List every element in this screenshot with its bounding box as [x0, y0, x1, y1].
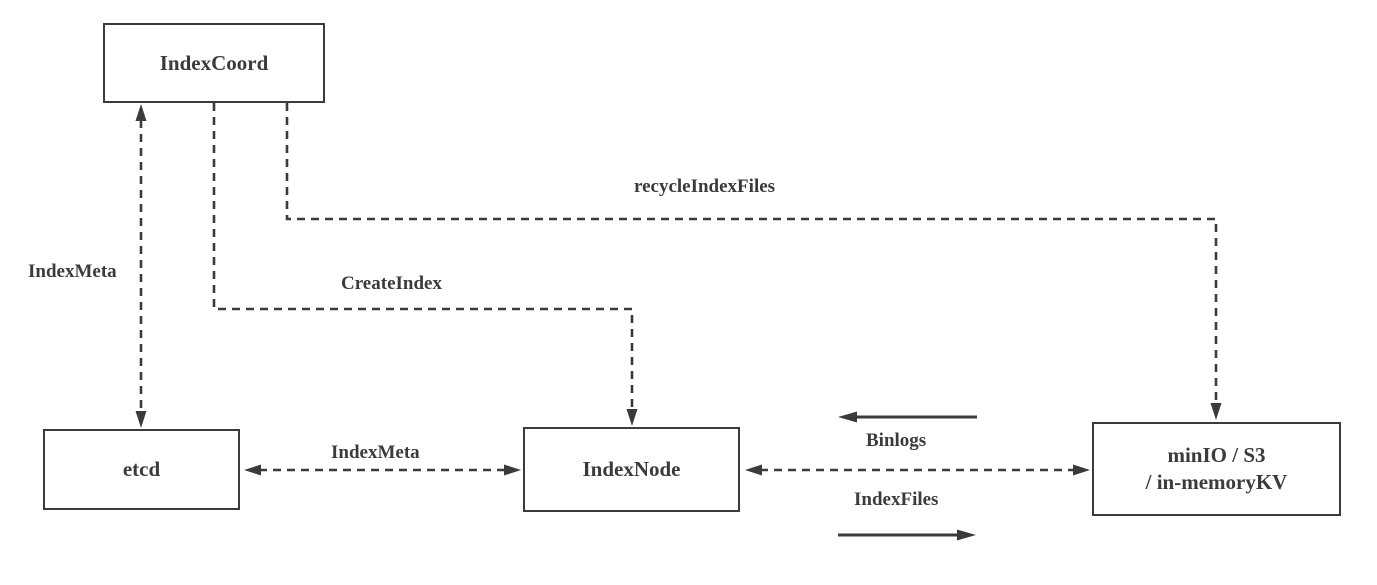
arrowhead-left-indexnode	[745, 464, 762, 476]
arrowhead-down-indexnode	[626, 409, 638, 426]
node-storage-label-line1: minIO / S3	[1167, 443, 1266, 467]
arrowhead-binlogs-left	[838, 411, 857, 423]
arrowhead-right-indexnode	[504, 464, 521, 476]
edge-label-indexmeta-coord-etcd: IndexMeta	[28, 261, 117, 282]
node-indexnode: IndexNode	[523, 427, 740, 512]
arrowhead-down-storage	[1210, 403, 1222, 420]
node-indexcoord: IndexCoord	[103, 23, 325, 103]
arrowhead-indexfiles-right	[957, 529, 976, 541]
node-etcd-label: etcd	[122, 457, 161, 481]
arrowhead-up-indexcoord	[135, 104, 147, 121]
edge-binlogs	[838, 411, 977, 423]
edge-indexmeta-etcd-indexnode	[244, 464, 521, 476]
node-indexcoord-label: IndexCoord	[159, 50, 269, 75]
node-storage: minIO / S3 / in-memoryKV	[1092, 422, 1341, 516]
arrowhead-down-etcd	[135, 411, 147, 428]
edge-recycleindexfiles-line	[285, 103, 1218, 404]
node-storage-label-line2: / in-memoryKV	[1145, 470, 1288, 494]
edge-label-indexfiles: IndexFiles	[854, 489, 939, 510]
edge-label-binlogs: Binlogs	[866, 430, 927, 451]
edge-indexfiles	[838, 529, 976, 541]
edge-createindex	[212, 103, 638, 426]
arrowhead-left-etcd	[244, 464, 261, 476]
node-etcd: etcd	[43, 429, 240, 510]
arrowhead-right-storage	[1073, 464, 1090, 476]
edge-indexmeta-coord-etcd	[135, 104, 147, 428]
node-indexnode-label: IndexNode	[582, 457, 681, 481]
edge-createindex-line	[212, 103, 634, 410]
edge-indexnode-storage	[745, 464, 1090, 476]
edge-recycleindexfiles	[285, 103, 1222, 420]
edge-label-recycleindexfiles: recycleIndexFiles	[634, 176, 776, 197]
edge-label-indexmeta-etcd-indexnode: IndexMeta	[331, 442, 420, 463]
edge-label-createindex: CreateIndex	[341, 273, 442, 294]
